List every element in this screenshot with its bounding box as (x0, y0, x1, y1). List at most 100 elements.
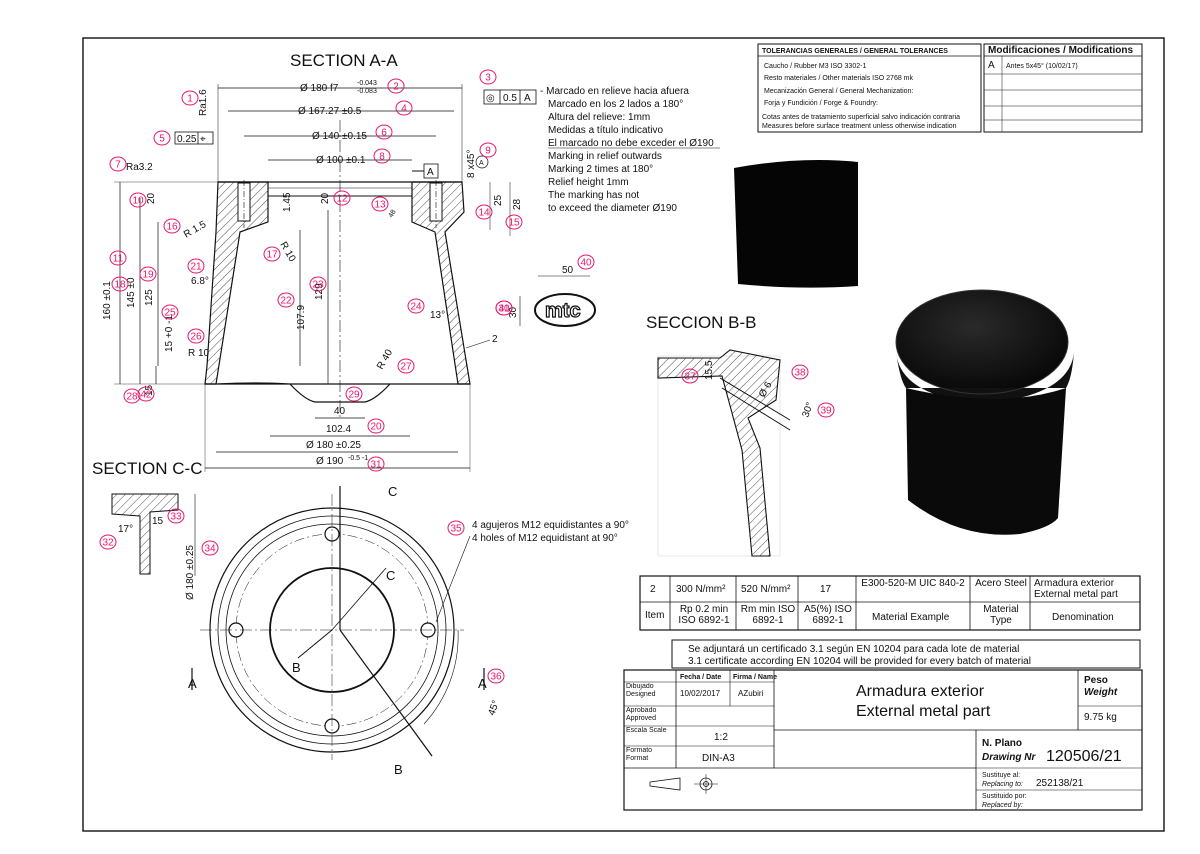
tol-l4: Forja y Fundición / Forge & Foundry: (764, 100, 878, 107)
section-aa-title: SECTION A-A (290, 51, 398, 70)
balloon-circle (161, 304, 179, 320)
inspection-balloons: 1234567891011121314151617181920212223242… (99, 69, 835, 684)
section-bb: SECCION B-B 15.5 Ø 6 30° (646, 313, 816, 557)
balloon-circle (345, 386, 363, 402)
marking-notes: - Marcado en relieve hacia afuera Marcad… (540, 86, 720, 214)
tb-drawingnr: Drawing Nr (982, 752, 1036, 763)
balloon-circle (367, 456, 385, 472)
balloon-label: 14 (478, 208, 490, 219)
balloon-circle (479, 69, 497, 85)
ang13: 13° (430, 310, 445, 321)
balloon-label: 39 (820, 406, 832, 417)
balloon-label: 4 (401, 104, 407, 115)
balloon-circle (387, 78, 405, 94)
note-en3: Relief height 1mm (548, 177, 629, 188)
balloon-label: 37 (684, 372, 696, 383)
balloon-label: 9 (485, 146, 491, 157)
mat-type: Acero Steel (975, 578, 1027, 589)
balloon-label: 36 (490, 672, 502, 683)
tol-l2: Resto materiales / Other materials ISO 2… (764, 75, 913, 82)
holes-note-es: 4 agujeros M12 equidistantes a 90° (472, 520, 629, 531)
bb-ang30: 30° (800, 401, 816, 419)
dim-20b: 20 (320, 192, 331, 204)
balloon-label: 26 (190, 332, 202, 343)
mat-a5: 17 (820, 584, 832, 595)
dim-d100: Ø 100 ±0.1 (316, 155, 366, 166)
tb-sustituido: Sustituido por: (982, 793, 1027, 800)
dim-15: 15 (144, 384, 155, 396)
balloon-circle (371, 196, 389, 212)
part-render-3d (895, 289, 1074, 535)
balloon-label: 32 (102, 538, 114, 549)
drawing-frame (82, 37, 1165, 832)
balloon-circle (201, 540, 219, 556)
balloon-label: 33 (170, 512, 182, 523)
balloon-label: 38 (794, 368, 806, 379)
balloon-label: 24 (410, 302, 422, 313)
balloon-label: 2 (393, 82, 399, 93)
fcf-position (174, 131, 214, 145)
tb-nplano: N. Plano (982, 738, 1022, 749)
ra32: Ra3.2 (126, 162, 153, 173)
mat-item: 2 (650, 584, 656, 595)
balloon-label: 13 (374, 200, 386, 211)
title-block: Fecha / Date Firma / Name Dibujado Desig… (623, 669, 1143, 811)
cert-en: 3.1 certificate according EN 10204 will … (688, 656, 1031, 667)
tol-l1: Caucho / Rubber M3 ISO 3302-1 (764, 63, 866, 70)
balloon-circle (791, 364, 809, 380)
coax05: 0.5 (503, 93, 517, 104)
dim-160: 160 ±0.1 (102, 281, 113, 320)
chamfer-ref: A (479, 160, 484, 167)
mat-example: E300-520-M UIC 840-2 (861, 578, 965, 589)
mat-h-rp: Rp 0.2 min ISO 6892-1 (678, 604, 730, 626)
mat-rp: 300 N/mm² (676, 584, 726, 595)
note-es3: Altura del relieve: 1mm (548, 112, 650, 123)
section-cc: SECTION C-C 15 17° Ø 180 ±0.25 (92, 459, 203, 600)
tb-replacing: Replacing to: (982, 781, 1023, 788)
balloon-circle (487, 668, 505, 684)
logo-height: 30 (508, 306, 519, 318)
tb-date: 10/02/2017 (680, 689, 721, 698)
tb-escala: Escala Scale (626, 727, 667, 734)
dim-129: 129 (314, 283, 325, 300)
tol-l6: Measures before surface treatment unless… (762, 123, 957, 130)
r10b: R 10 (188, 348, 210, 359)
tol-l3: Mecanización General / General Mechaniza… (764, 88, 913, 95)
balloon-circle (309, 276, 327, 292)
balloon-label: 6 (381, 128, 387, 139)
balloon-label: 41 (498, 304, 510, 315)
modifications-table: Modificaciones / Modifications A Antes 5… (983, 43, 1143, 133)
balloon-circle (479, 142, 497, 158)
tb-replacedby: Replaced by: (982, 802, 1023, 809)
note-es4: Medidas a título indicativo (548, 125, 664, 136)
tb-sustituye: Sustituye al: (982, 772, 1020, 779)
dim-d190: Ø 190 (316, 456, 344, 467)
mat-denom: Armadura exterior External metal part (1034, 578, 1118, 600)
balloon-circle (505, 214, 523, 230)
dim-d180: Ø 180 f7 (300, 83, 339, 94)
coaxial-icon: ◎ (486, 93, 495, 104)
cc-ang17: 17° (118, 524, 133, 535)
note-es5: El marcado no debe exceder el Ø190 (548, 138, 714, 149)
balloon-label: 22 (280, 296, 292, 307)
tb-drawing-val: 120506/21 (1046, 748, 1122, 765)
datum-a: A (427, 167, 434, 178)
projection-symbol (649, 774, 718, 794)
balloon-label: 31 (370, 460, 382, 471)
part-photo-side (734, 160, 858, 288)
tb-title-en: External metal part (856, 703, 991, 720)
plan-label-b1: B (292, 660, 301, 675)
plan-label-c2: C (386, 568, 395, 583)
plan-ang45: 45° (486, 699, 502, 717)
tb-formato: Formato Format (626, 747, 653, 762)
balloon-label: 35 (450, 524, 462, 535)
logo-width: 50 (562, 265, 574, 276)
position-icon: ⌖ (200, 134, 206, 145)
tb-weight: Weight (1084, 687, 1118, 698)
balloon-circle (129, 192, 147, 208)
mat-h-denom: Denomination (1052, 612, 1114, 623)
balloon-label: 1 (187, 94, 193, 105)
plan-label-a2: A (478, 676, 487, 691)
balloon-circle (187, 328, 205, 344)
dim-15tol: 15 +0 -1 (164, 315, 175, 352)
